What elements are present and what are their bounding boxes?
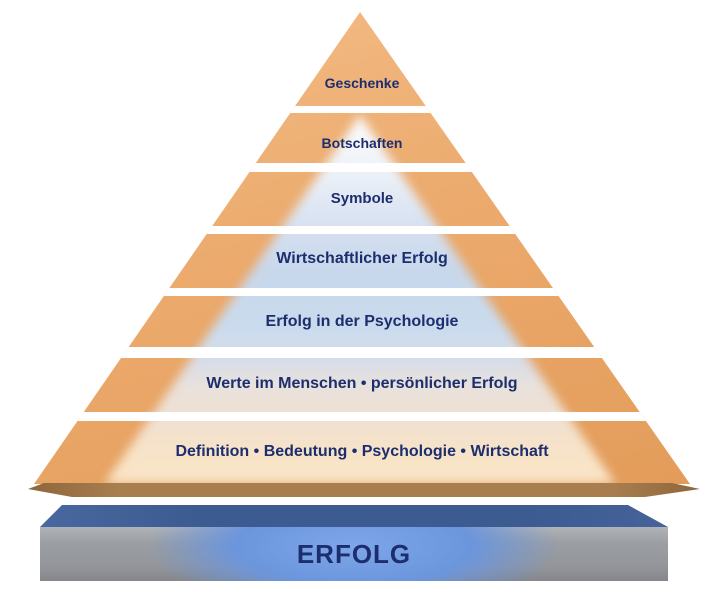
pyramid-level-5-label: Erfolg in der Psychologie	[265, 313, 459, 330]
pyramid-level-7-label: Definition • Bedeutung • Psychologie • W…	[175, 443, 549, 460]
pyramid-base-bevel	[28, 483, 700, 497]
base-slab-front-face: ERFOLG	[40, 527, 668, 581]
pyramid-level-4-label: Wirtschaftlicher Erfolg	[276, 250, 448, 267]
level-divider-5	[34, 347, 690, 358]
level-divider-3	[34, 226, 690, 234]
level-divider-6	[34, 412, 690, 421]
base-slab-label: ERFOLG	[296, 538, 412, 569]
pyramid-level-3-label: Symbole	[330, 190, 394, 207]
pyramid-level-6-label: Werte im Menschen • persönlicher Erfolg	[206, 375, 518, 392]
pyramid: Geschenke Botschaften Symbole Wirtschaft…	[34, 12, 690, 484]
base-slab-top-face	[40, 505, 668, 527]
pyramid-level-2-label: Botschaften	[321, 135, 403, 151]
level-divider-2	[34, 163, 690, 172]
level-divider-1	[34, 106, 690, 113]
level-divider-4	[34, 288, 690, 296]
pyramid-level-1-label: Geschenke	[324, 75, 400, 91]
